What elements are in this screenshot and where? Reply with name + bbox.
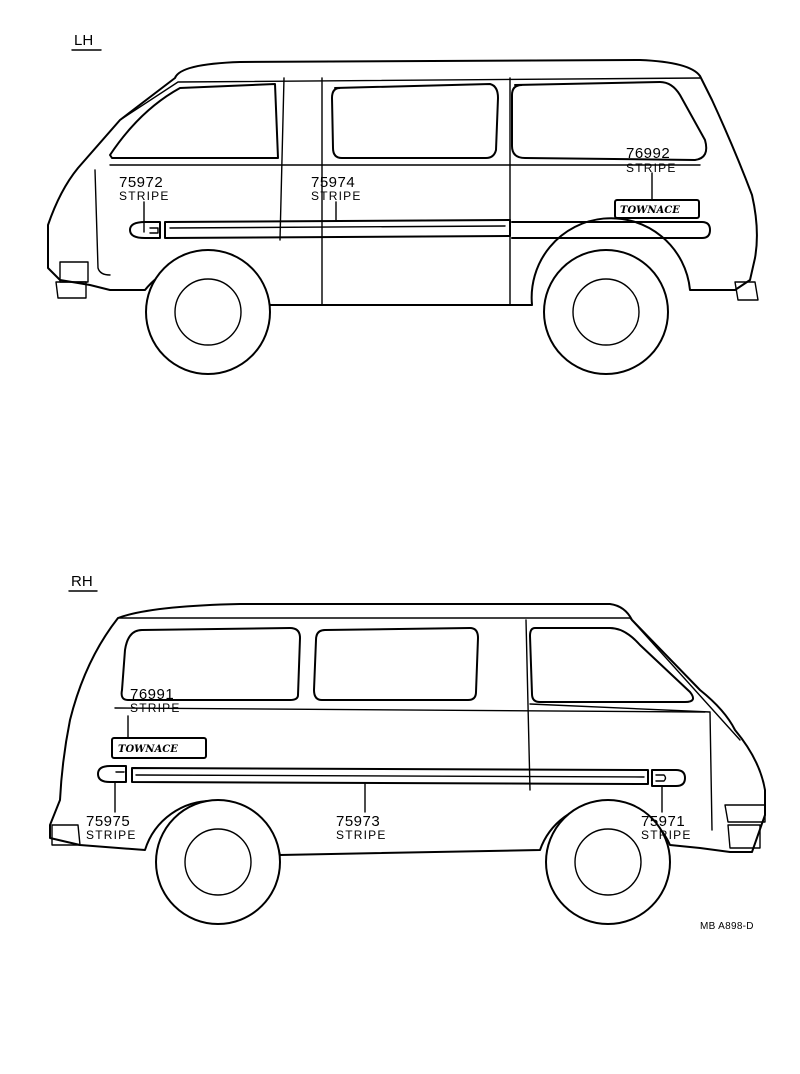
callout-75973: 75973 STRIPE <box>336 813 387 842</box>
callout-75975: 75975 STRIPE <box>86 813 137 842</box>
callout-label: STRIPE <box>336 828 387 842</box>
lh-townace-badge: TOWNACE <box>614 199 700 219</box>
callout-number: 75972 <box>119 174 163 191</box>
lh-van-view: LH <box>47 32 759 375</box>
lh-section-title: LH <box>74 32 93 49</box>
rh-townace-badge: TOWNACE <box>111 737 207 759</box>
callout-75972: 75972 STRIPE <box>119 174 170 203</box>
callout-number: 76992 <box>626 145 670 162</box>
callout-label: STRIPE <box>119 189 170 203</box>
callout-number: 75973 <box>336 813 380 830</box>
callout-number: 76991 <box>130 686 174 703</box>
figure-code: MB A898-D <box>700 921 754 932</box>
callout-label: STRIPE <box>130 701 181 715</box>
callout-number: 75975 <box>86 813 130 830</box>
callout-label: STRIPE <box>626 161 677 175</box>
callout-label: STRIPE <box>641 828 692 842</box>
callout-label: STRIPE <box>311 189 362 203</box>
callout-75974: 75974 STRIPE <box>311 174 362 203</box>
callout-76991: 76991 STRIPE <box>130 686 181 715</box>
svg-text:TOWNACE: TOWNACE <box>118 744 178 755</box>
callout-number: 75971 <box>641 813 685 830</box>
rh-van-body <box>49 603 766 925</box>
callout-76992: 76992 STRIPE <box>626 145 677 175</box>
callout-label: STRIPE <box>86 828 137 842</box>
lh-van-body <box>47 59 759 375</box>
svg-text:TOWNACE: TOWNACE <box>620 205 680 216</box>
callout-number: 75974 <box>311 174 355 191</box>
rh-section-title: RH <box>71 573 93 590</box>
rh-van-view: RH T <box>49 573 766 925</box>
callout-75971: 75971 STRIPE <box>641 813 692 842</box>
